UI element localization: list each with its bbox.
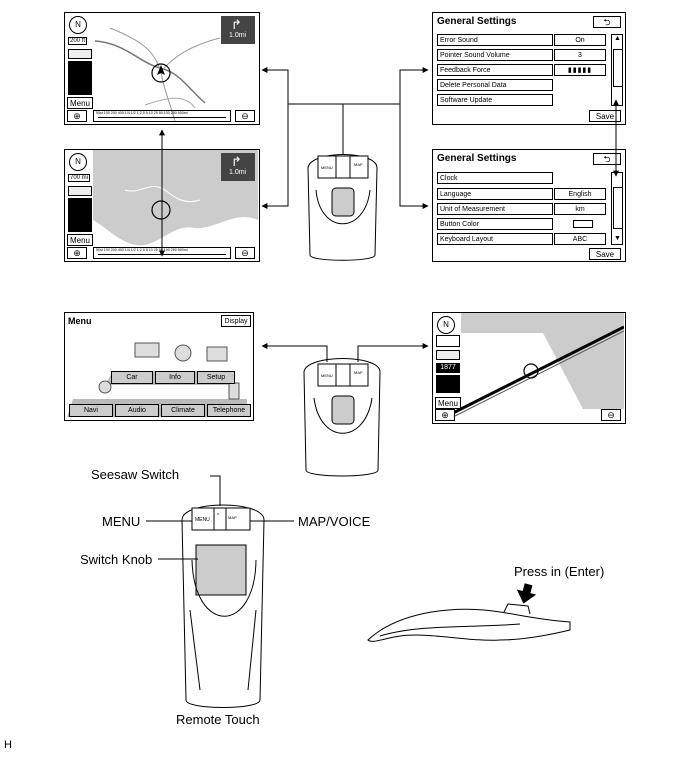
scale-bar[interactable]: 50st 100 200 400 1/4 1/2 1 2.5 5 10 25 5… <box>93 110 231 122</box>
controller-menu-label: MENU <box>321 165 333 170</box>
controller-middle <box>303 358 381 477</box>
display-button[interactable]: Display <box>221 315 251 327</box>
settings-row-label[interactable]: Button Color <box>437 218 553 230</box>
settings-row-label[interactable]: Feedback Force <box>437 64 553 76</box>
settings-row-value[interactable]: 3 <box>554 49 606 61</box>
settings-row-label[interactable]: Language <box>437 188 553 200</box>
settings-title: General Settings <box>437 153 517 164</box>
turn-arrow-panel: ↱ 1.0mi <box>221 16 255 44</box>
route-icon <box>68 186 92 196</box>
menu-title: Menu <box>68 316 92 326</box>
menu-button[interactable]: Menu <box>435 397 461 409</box>
settings-row-label[interactable]: Pointer Sound Volume <box>437 49 553 61</box>
zoom-out-button[interactable]: ⊖ <box>601 409 621 421</box>
route-icon <box>436 350 460 360</box>
remote-touch-illustration <box>181 504 265 708</box>
settings-row-label[interactable]: Unit of Measurement <box>437 203 553 215</box>
scroll-thumb[interactable] <box>613 49 623 87</box>
scale-bar-labels: 50st 100 200 400 1/4 1/2 1 2.5 5 10 25 5… <box>96 248 188 252</box>
settings-row-label[interactable]: Error Sound <box>437 34 553 46</box>
zoom-in-button[interactable]: ⊕ <box>67 110 87 122</box>
controller-mapvoice-label: MAP <box>354 162 363 167</box>
map-voice-label: MAP/VOICE <box>298 514 371 529</box>
route-number: 1877 <box>436 363 460 373</box>
menu-setup-button[interactable]: Setup <box>197 371 235 384</box>
poi-icon <box>436 375 460 393</box>
button-color-swatch[interactable] <box>573 220 593 228</box>
turn-right-icon: ↱ <box>231 154 242 169</box>
general-settings-screen-2: General Settings ⮌ Clock Language Englis… <box>432 149 626 262</box>
menu-screen: Menu Display Car Info Setup Navi Audio C… <box>64 312 254 421</box>
route-icon <box>68 49 92 59</box>
settings-row-label[interactable]: Delete Personal Data <box>437 79 553 91</box>
settings-row-value[interactable]: ▮▮▮▮▮ <box>554 64 606 76</box>
menu-car-button[interactable]: Car <box>111 371 153 384</box>
menu-label: MENU <box>102 514 141 529</box>
settings-row-label[interactable]: Clock <box>437 172 553 184</box>
scale-indicator <box>436 335 460 347</box>
zoom-in-button[interactable]: ⊕ <box>67 247 87 259</box>
settings-row-value[interactable]: English <box>554 188 606 200</box>
controller-top <box>307 154 378 261</box>
menu-climate-button[interactable]: Climate <box>161 404 205 417</box>
remote-side-view <box>367 603 571 642</box>
menu-info-button[interactable]: Info <box>155 371 195 384</box>
map-screen-route: N 1877 Menu ⊕ ⊖ <box>432 312 626 424</box>
scale-bar-labels: 50st 100 200 400 1/4 1/2 1 2.5 5 10 25 5… <box>96 111 188 115</box>
press-arrow-icon <box>516 583 537 604</box>
map-scale-label: 200 ft <box>68 37 88 45</box>
compass-icon[interactable]: N <box>69 153 87 171</box>
map-area <box>452 313 624 418</box>
turn-arrow-panel: ↱ 1.0mi <box>221 153 255 181</box>
menu-audio-button[interactable]: Audio <box>115 404 159 417</box>
status-panel <box>68 198 92 232</box>
press-in-label: Press in (Enter) <box>514 564 605 579</box>
remote-menu-key: MENU <box>195 517 210 523</box>
settings-row-value[interactable]: On <box>554 34 606 46</box>
seesaw-up-icon: ^ <box>217 513 220 519</box>
turn-distance: 1.0mi <box>229 169 247 176</box>
map-screen-zoomed-in: N 200 ft Menu ⊕ 50st 100 200 400 1/4 1/2… <box>64 12 260 125</box>
compass-icon[interactable]: N <box>437 316 455 334</box>
zoom-out-button[interactable]: ⊖ <box>235 110 255 122</box>
menu-navi-button[interactable]: Navi <box>69 404 113 417</box>
settings-row-label[interactable]: Software Update <box>437 94 553 106</box>
map-roads <box>94 27 221 122</box>
switch-knob-label: Switch Knob <box>80 552 153 567</box>
remote-touch-label: Remote Touch <box>176 712 260 727</box>
menu-telephone-button[interactable]: Telephone <box>207 404 251 417</box>
compass-icon[interactable]: N <box>69 16 87 34</box>
turn-distance: 1.0mi <box>229 32 247 39</box>
controller-mapvoice-label: MAP <box>354 370 363 375</box>
scroll-up-icon[interactable]: ▲ <box>614 35 621 42</box>
scroll-down-icon[interactable]: ▼ <box>614 235 621 242</box>
settings-title: General Settings <box>437 16 517 27</box>
status-panel <box>68 61 92 95</box>
scroll-thumb[interactable] <box>613 187 623 229</box>
settings-row-label[interactable]: Keyboard Layout <box>437 233 553 245</box>
back-button[interactable]: ⮌ <box>593 16 621 28</box>
menu-button[interactable]: Menu <box>67 234 93 246</box>
menu-button[interactable]: Menu <box>67 97 93 109</box>
corner-letter: H <box>4 739 12 751</box>
general-settings-screen-1: General Settings ⮌ Error Sound On Pointe… <box>432 12 626 125</box>
settings-row-value[interactable]: km <box>554 203 606 215</box>
seesaw-switch-label: Seesaw Switch <box>91 467 180 482</box>
zoom-out-button[interactable]: ⊖ <box>235 247 255 259</box>
remote-mapvoice-key: MAP <box>228 515 237 520</box>
settings-row-value[interactable]: ABC <box>554 233 606 245</box>
zoom-in-button[interactable]: ⊕ <box>435 409 455 421</box>
map-scale-label: 700 mi <box>68 174 91 182</box>
controller-menu-label: MENU <box>321 373 333 378</box>
save-button[interactable]: Save <box>589 248 621 260</box>
turn-right-icon: ↱ <box>231 17 242 32</box>
